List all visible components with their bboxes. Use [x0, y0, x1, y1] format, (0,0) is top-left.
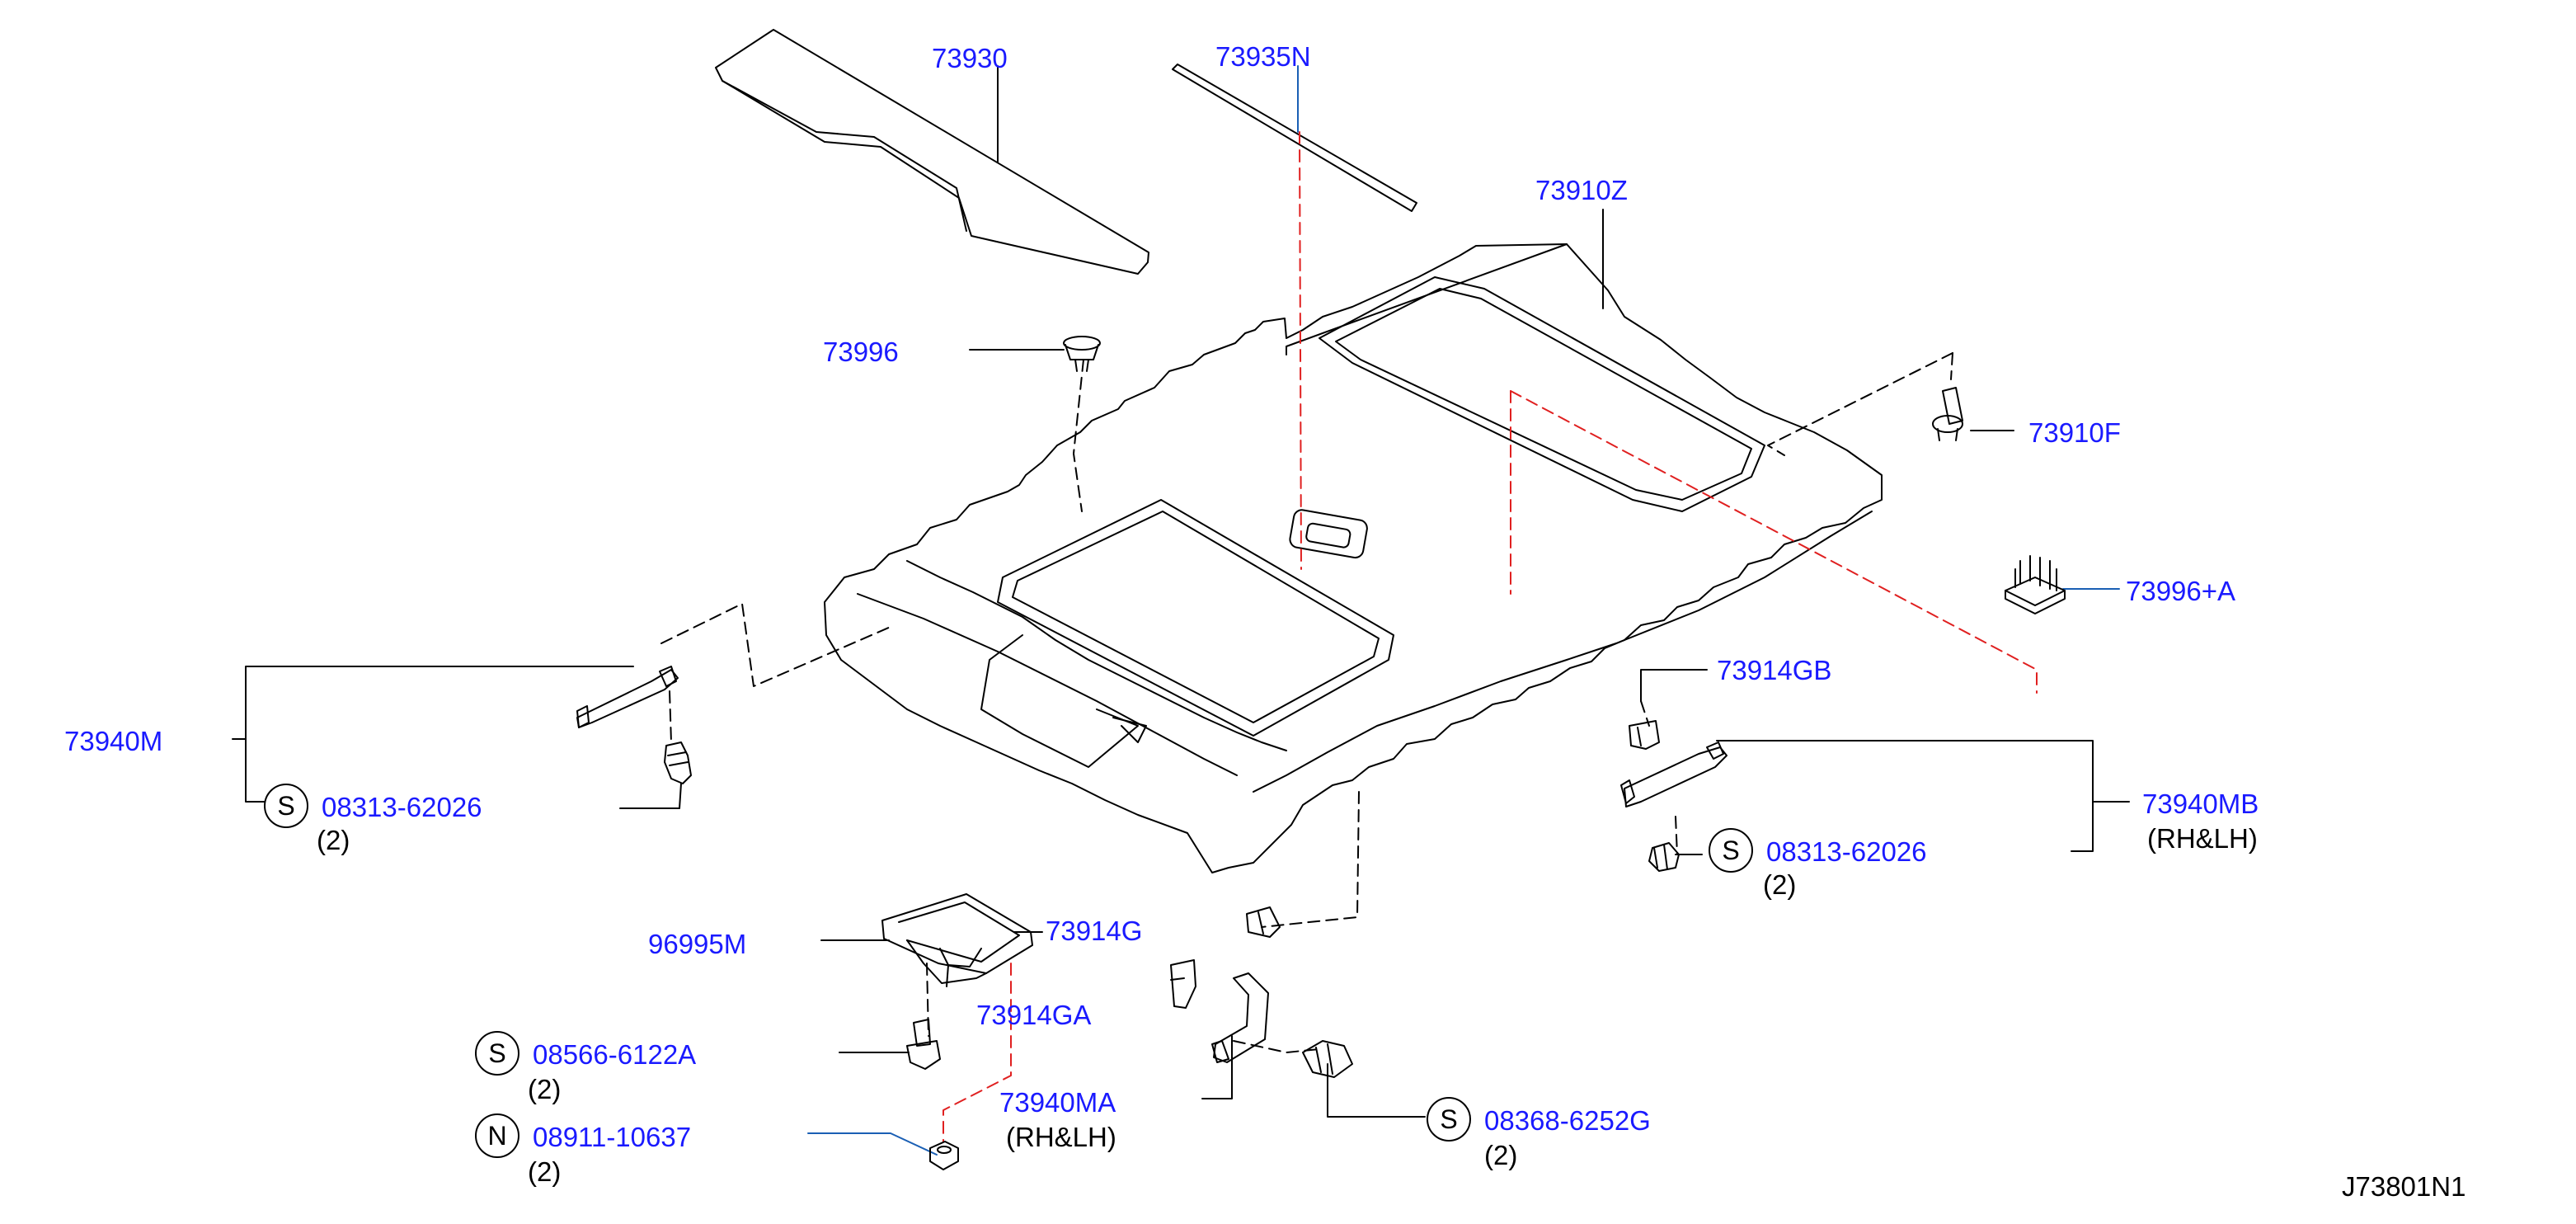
label-73910f[interactable]: 73910F [2028, 417, 2121, 448]
label-08911[interactable]: 08911-10637 [533, 1122, 692, 1152]
symbol-s-08368: S [1427, 1097, 1471, 1142]
screw-08368 [1302, 1040, 1353, 1078]
clip-73914ga [1170, 959, 1196, 1009]
label-08566[interactable]: 08566-6122A [533, 1039, 697, 1070]
pad-73930 [715, 29, 1149, 275]
label-96995m[interactable]: 96995M [648, 929, 747, 959]
note-qty-08911: (2) [528, 1156, 562, 1187]
label-08313-left[interactable]: 08313-62026 [322, 792, 482, 822]
label-73940ma[interactable]: 73940MA [999, 1087, 1116, 1118]
symbol-n-08911: N [475, 1113, 519, 1158]
strip-73935n [1172, 64, 1417, 212]
diagram-code: J73801N1 [2342, 1171, 2466, 1202]
grip-73940mb [1620, 741, 1728, 807]
screw-08313-right [1648, 842, 1680, 872]
label-08368[interactable]: 08368-6252G [1484, 1105, 1651, 1136]
symbol-s-08566: S [475, 1031, 519, 1076]
screw-08313-left [664, 741, 692, 784]
bracket-96995m [881, 893, 1033, 987]
leader-lines [232, 65, 2130, 1156]
sunroof-openings [997, 276, 1765, 737]
clip-73914gb [1629, 720, 1660, 750]
note-rhlh-73940mb: (RH&LH) [2147, 823, 2258, 854]
clip-73910f [1932, 387, 1963, 441]
clip-73996 [1063, 336, 1101, 372]
label-73935n[interactable]: 73935N [1215, 41, 1311, 72]
headliner-73910z [824, 243, 1883, 873]
clip-73914g [1246, 906, 1281, 938]
symbol-s-08313-right: S [1709, 828, 1753, 873]
label-73996[interactable]: 73996 [823, 337, 899, 367]
red-leaders [942, 131, 2038, 1142]
note-qty-08313-right: (2) [1763, 869, 1797, 900]
label-73914gb[interactable]: 73914GB [1717, 655, 1832, 685]
label-73940mb[interactable]: 73940MB [2142, 789, 2259, 819]
label-73914g[interactable]: 73914G [1046, 916, 1143, 946]
label-73910z[interactable]: 73910Z [1535, 175, 1628, 205]
pad-73996a [2005, 555, 2066, 614]
grip-73940ma [1211, 972, 1269, 1063]
label-73930[interactable]: 73930 [932, 43, 1008, 73]
label-08313-right[interactable]: 08313-62026 [1766, 836, 1927, 867]
grip-73940m [576, 666, 679, 728]
label-73914ga[interactable]: 73914GA [976, 1000, 1092, 1030]
note-qty-08566: (2) [528, 1074, 562, 1104]
screw-08566 [906, 1019, 941, 1070]
label-73996a[interactable]: 73996+A [2126, 576, 2236, 606]
note-qty-08368: (2) [1484, 1140, 1518, 1170]
symbol-s-08313-left: S [264, 784, 308, 828]
label-73940m[interactable]: 73940M [64, 726, 163, 756]
note-rhlh-73940ma: (RH&LH) [1006, 1122, 1116, 1152]
nut-08911 [929, 1141, 959, 1170]
note-qty-08313-left: (2) [317, 825, 350, 855]
